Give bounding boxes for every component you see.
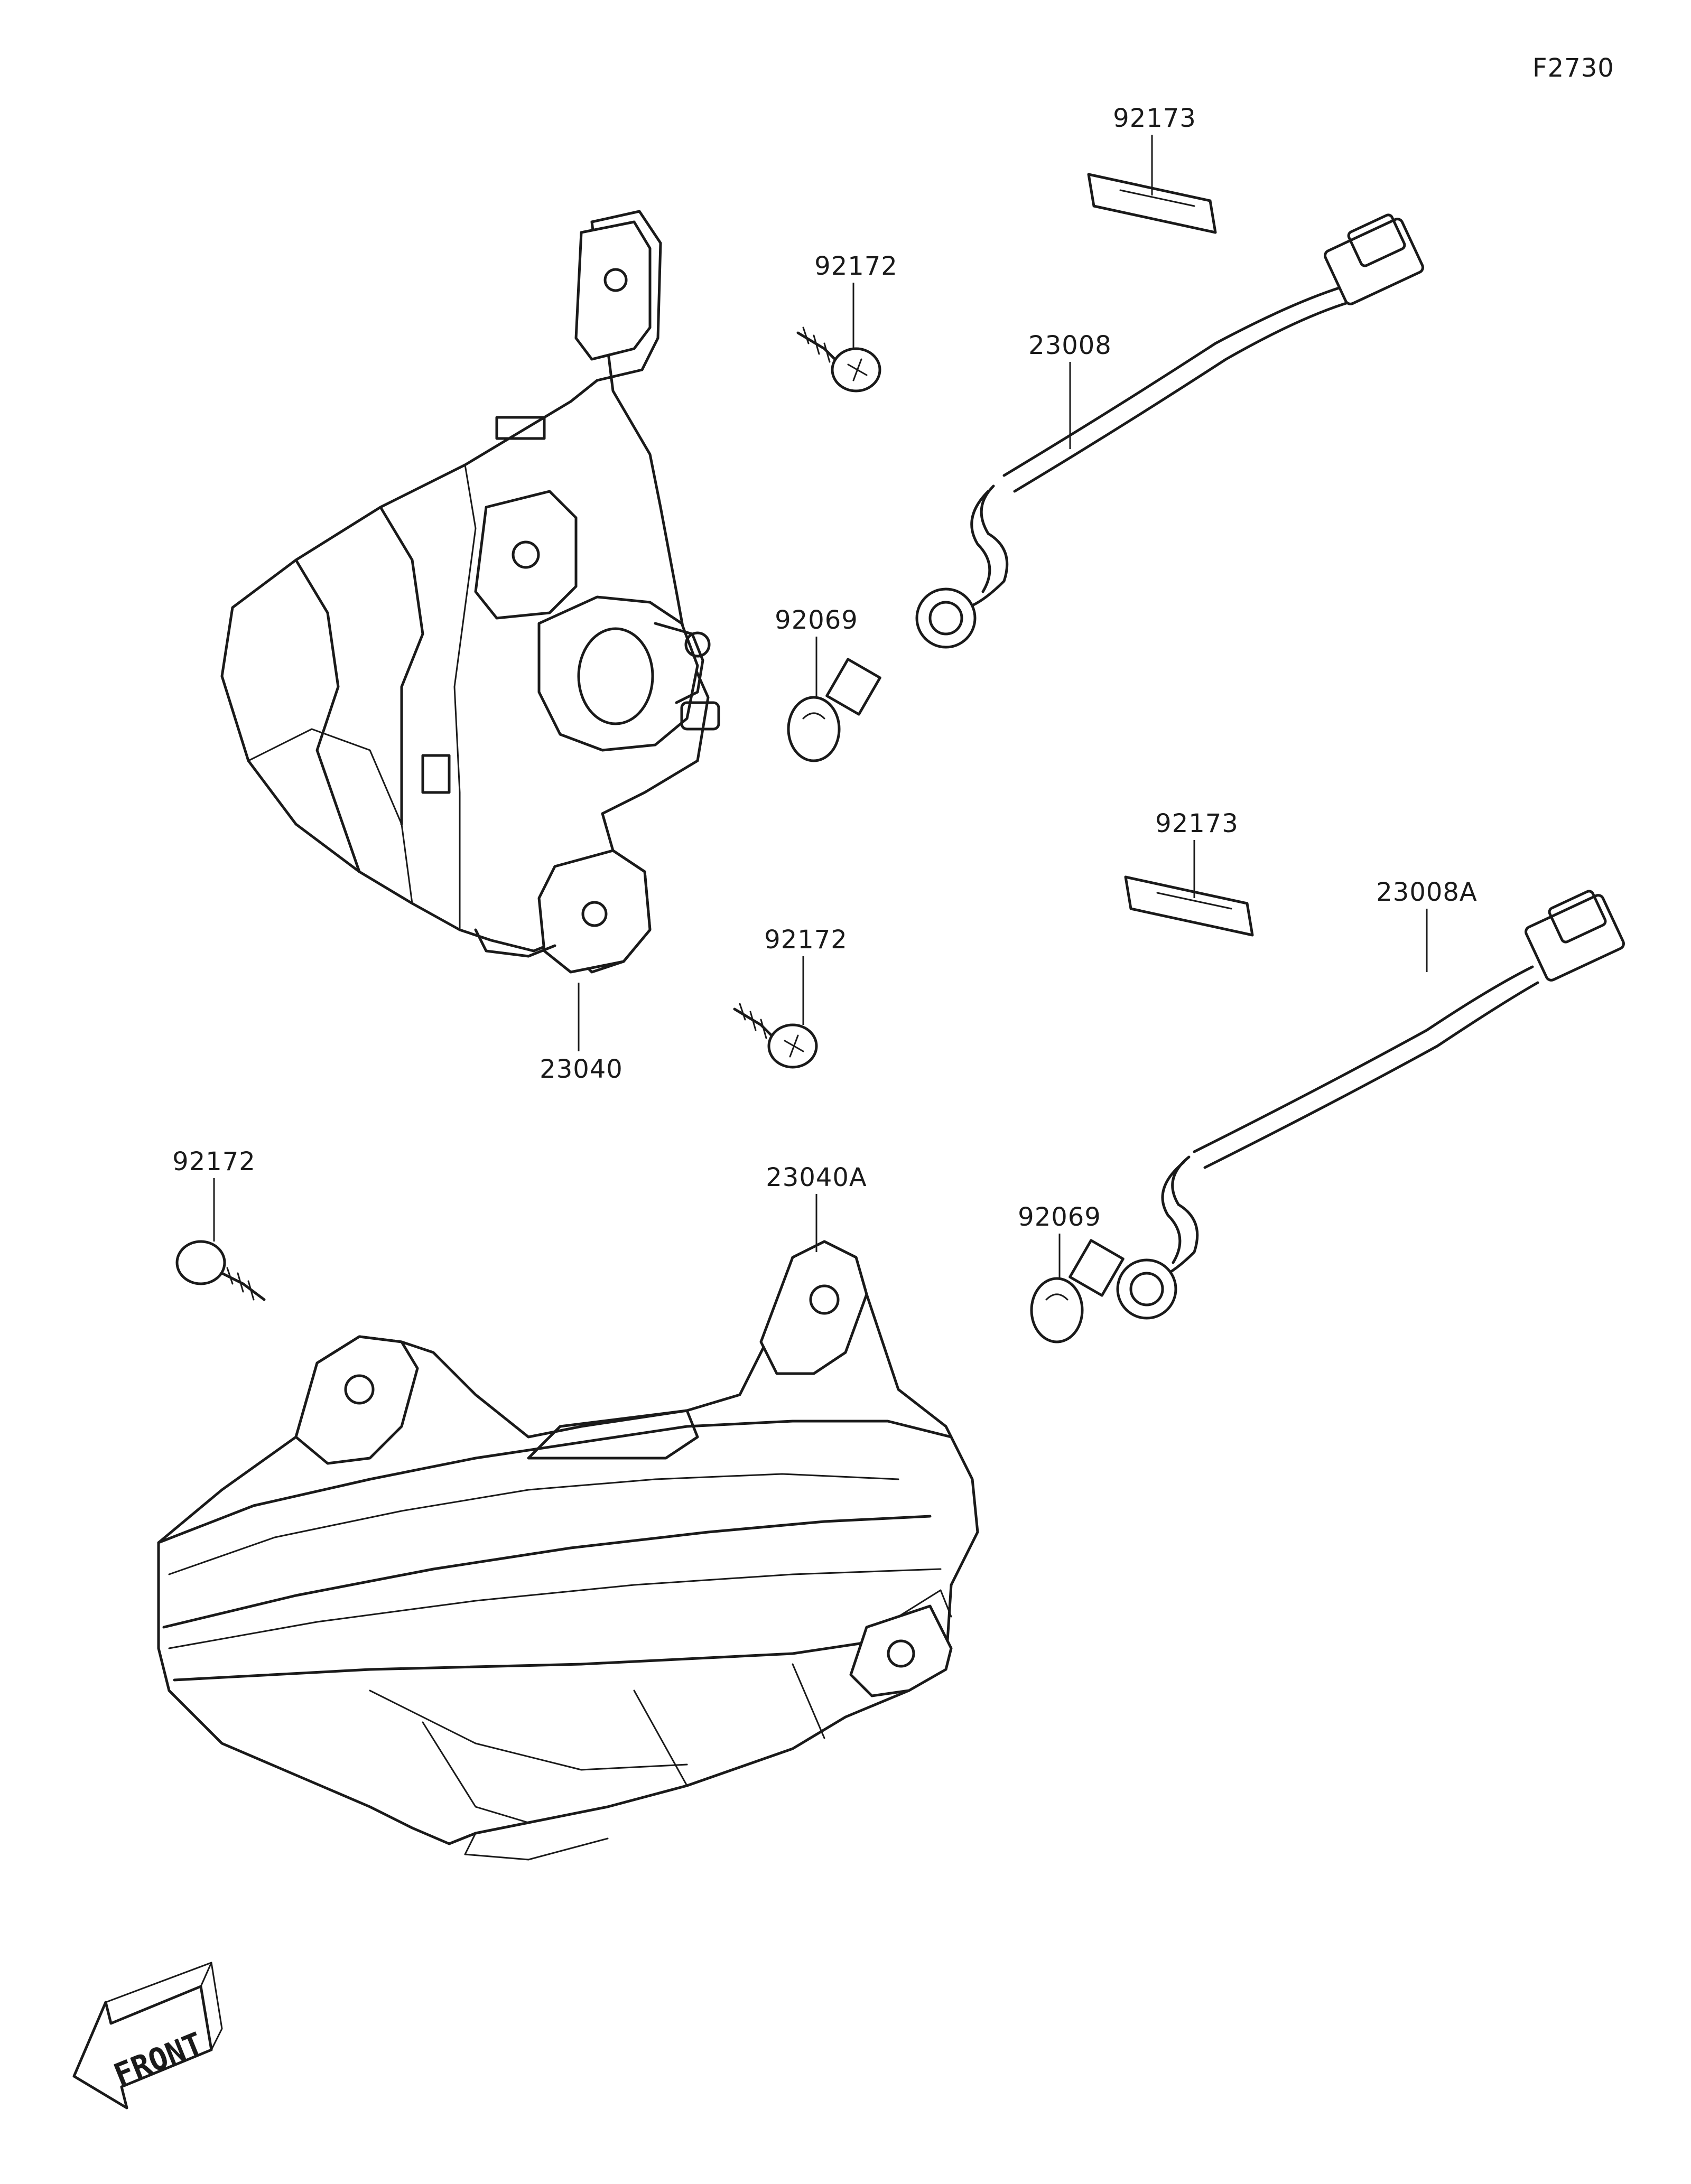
part-number-label[interactable]: 92172 xyxy=(764,925,848,955)
part-number-label[interactable]: 92173 xyxy=(1155,809,1239,838)
part-number-label[interactable]: 23008 xyxy=(1028,331,1112,360)
leader-lines xyxy=(213,135,1428,1278)
screw-92172-top xyxy=(796,326,881,393)
bulb-92069-lower xyxy=(1030,1239,1125,1343)
part-number-label[interactable]: 23040 xyxy=(540,1054,623,1084)
pad-92173-upper xyxy=(1087,173,1217,234)
part-number-label[interactable]: 23040A xyxy=(766,1163,867,1192)
bulb-92069-upper xyxy=(787,658,881,762)
wire-harness-23008a xyxy=(1116,890,1625,1320)
diagram-code: F2730 xyxy=(1532,53,1614,83)
screw-92172-left xyxy=(175,1240,266,1301)
front-direction-arrow: FRONT xyxy=(72,1962,223,2110)
screw-92172-middle xyxy=(733,1003,818,1069)
upper-lamp-housing xyxy=(220,210,720,974)
part-number-label[interactable]: 92069 xyxy=(775,605,858,635)
part-number-label[interactable]: 92069 xyxy=(1018,1202,1101,1232)
wire-harness-23008 xyxy=(915,213,1424,649)
part-number-label[interactable]: 92172 xyxy=(814,251,898,281)
part-number-label[interactable]: 92173 xyxy=(1113,104,1196,133)
part-number-label[interactable]: 23008A xyxy=(1376,878,1478,907)
part-number-label[interactable]: 92172 xyxy=(172,1147,256,1177)
pad-92173-lower xyxy=(1124,875,1254,937)
lower-lamp-housing xyxy=(157,1240,979,1861)
